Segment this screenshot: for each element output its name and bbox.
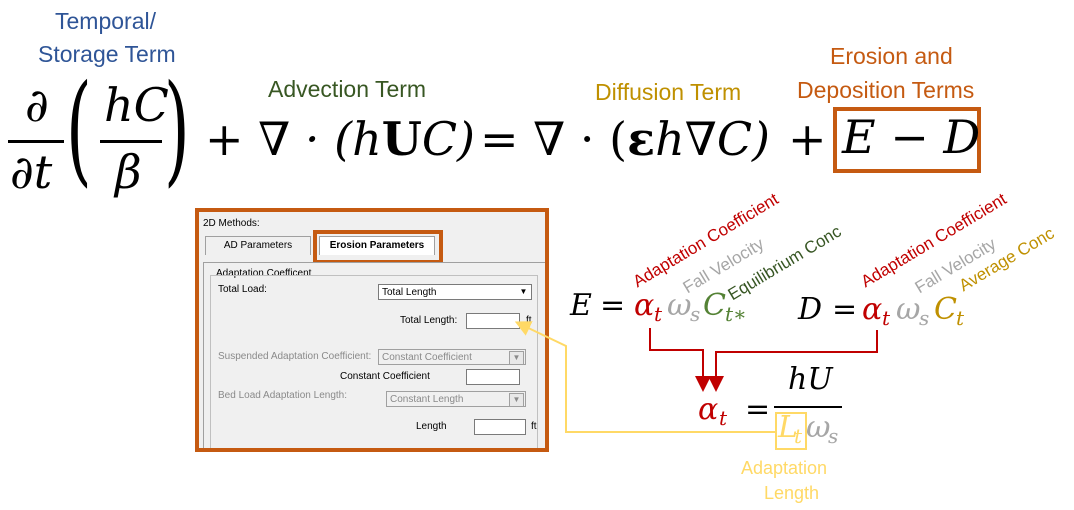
eq-erosion-box bbox=[833, 107, 981, 173]
eq-partial: ∂ bbox=[25, 78, 49, 132]
E-C-sub: t∗ bbox=[725, 302, 747, 326]
D-symbol: D bbox=[798, 292, 823, 327]
E-alpha: α bbox=[634, 288, 655, 323]
chevron-down-icon[interactable]: ▼ bbox=[509, 393, 524, 407]
D-equals: = bbox=[832, 292, 858, 327]
temporal-label-line1: Temporal/ bbox=[55, 8, 156, 34]
eq-epsilon: ε bbox=[627, 112, 656, 166]
eq-E-minus-D: E − D bbox=[842, 110, 981, 164]
total-load-label: Total Load: bbox=[218, 284, 267, 295]
tab-ad-parameters[interactable]: AD Parameters bbox=[205, 236, 311, 255]
D-C: C bbox=[934, 292, 957, 327]
alpha-t-numerator: hU bbox=[788, 362, 833, 397]
adaptation-length-arrow bbox=[514, 321, 775, 433]
eq-left-paren: ( bbox=[66, 60, 92, 199]
alpha-t-omega-sub: s bbox=[828, 424, 839, 448]
eq-fraction-bar-1 bbox=[8, 140, 64, 143]
tab-erosion-parameters[interactable]: Erosion Parameters bbox=[319, 236, 435, 255]
adaptation-length-label-2: Length bbox=[764, 483, 820, 503]
eq-partial-t: ∂t bbox=[10, 145, 53, 199]
bed-load-value: Constant Length bbox=[390, 394, 464, 405]
total-length-unit: ft bbox=[526, 315, 532, 326]
constant-coefficient-input[interactable] bbox=[466, 369, 520, 385]
eq-h-grad-C: h∇C) bbox=[655, 112, 770, 166]
E-equals: = bbox=[600, 288, 626, 323]
alpha-t-sub: t bbox=[719, 406, 728, 430]
eq-diffusion: = ∇ · (εh∇C) bbox=[480, 112, 770, 166]
D-omega: ω bbox=[896, 292, 921, 327]
E-alpha-sub: t bbox=[654, 302, 663, 326]
total-length-label: Total Length: bbox=[400, 315, 458, 326]
adaptation-group bbox=[210, 275, 538, 448]
D-omega-sub: s bbox=[919, 306, 930, 330]
tab-pane: Adaptation Coefficent Total Load: Total … bbox=[203, 262, 545, 448]
E-omega: ω bbox=[667, 288, 692, 323]
alpha-t-Lt: L bbox=[778, 410, 798, 445]
total-load-value: Total Length bbox=[382, 287, 437, 298]
erosion-label-line2: Deposition Terms bbox=[797, 77, 975, 103]
E-C: C bbox=[703, 288, 726, 323]
length-label: Length bbox=[416, 421, 447, 432]
eq-equals-grad: = ∇ · ( bbox=[480, 112, 628, 166]
suspended-select[interactable]: Constant Coefficient ▼ bbox=[378, 349, 526, 365]
alpha-t-omega: ω bbox=[806, 410, 831, 445]
length-input[interactable] bbox=[474, 419, 526, 435]
eq-plus-grad-h: + ∇ · (h bbox=[205, 112, 382, 166]
E-omega-sub: s bbox=[690, 302, 701, 326]
erosion-label-line1: Erosion and bbox=[830, 43, 953, 69]
erosion-dialog: 2D Methods: AD Parameters Erosion Parame… bbox=[195, 208, 549, 452]
E-symbol: E bbox=[570, 288, 592, 323]
suspended-label: Suspended Adaptation Coefficient: bbox=[218, 351, 372, 362]
dialog-title: 2D Methods: bbox=[203, 218, 260, 229]
eq-advection: + ∇ · (hUC) bbox=[205, 112, 475, 166]
eq-beta: β bbox=[115, 145, 142, 199]
E-alpha-arrow bbox=[649, 328, 711, 392]
chevron-down-icon[interactable]: ▼ bbox=[517, 286, 530, 298]
D-alpha-arrow bbox=[708, 330, 878, 392]
advection-label: Advection Term bbox=[268, 76, 427, 102]
Lt-highlight-box bbox=[775, 412, 807, 450]
alpha-t-Lt-sub: t bbox=[794, 424, 803, 448]
eq-fraction-bar-2 bbox=[100, 140, 162, 143]
D-C-sub: t bbox=[956, 306, 965, 330]
alpha-t-equals: = bbox=[745, 392, 771, 427]
total-load-select[interactable]: Total Length ▼ bbox=[378, 284, 532, 300]
constant-coefficient-label: Constant Coefficient bbox=[340, 371, 430, 382]
chevron-down-icon[interactable]: ▼ bbox=[509, 351, 524, 365]
eq-hC: hC bbox=[104, 78, 169, 132]
eq-right-paren: ) bbox=[164, 60, 190, 199]
bed-load-select[interactable]: Constant Length ▼ bbox=[386, 391, 526, 407]
alpha-t-symbol: α bbox=[698, 392, 719, 427]
eq-plus-2: + bbox=[788, 112, 827, 166]
D-alpha-sub: t bbox=[882, 306, 891, 330]
eq-U: U bbox=[381, 112, 422, 166]
suspended-value: Constant Coefficient bbox=[382, 352, 472, 363]
bed-load-label: Bed Load Adaptation Length: bbox=[218, 390, 348, 401]
diffusion-label: Diffusion Term bbox=[595, 79, 742, 105]
length-unit: ft bbox=[531, 421, 537, 432]
temporal-label-line2: Storage Term bbox=[38, 41, 176, 67]
total-length-input[interactable] bbox=[466, 313, 520, 329]
eq-C1: C) bbox=[421, 112, 476, 166]
D-alpha: α bbox=[862, 292, 883, 327]
adaptation-length-label-1: Adaptation bbox=[741, 458, 828, 478]
alpha-t-fraction-bar bbox=[774, 406, 842, 408]
group-title: Adaptation Coefficent bbox=[214, 268, 314, 279]
